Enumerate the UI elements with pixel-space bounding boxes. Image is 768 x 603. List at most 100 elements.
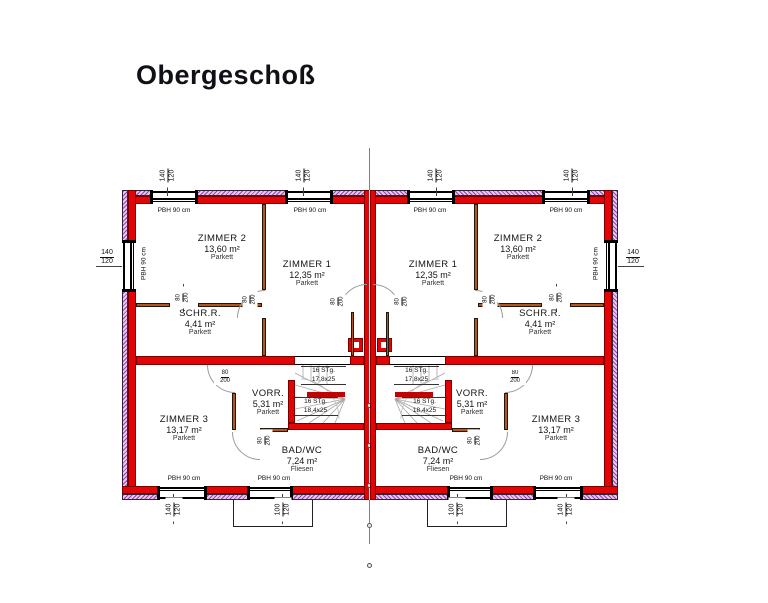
window-line: [542, 201, 590, 202]
room-label-schrankraum: SCHR.R. 4,41 m² Parkett: [179, 308, 221, 337]
window-jamb: [604, 240, 618, 243]
wall-middle-stub: [376, 356, 390, 365]
stair-opening-line: [390, 356, 445, 357]
window-line: [407, 201, 455, 202]
parapet-label: PBH 90 cm: [539, 475, 573, 482]
room-label-vorraum: VORR. 5,31 m² Parkett: [455, 388, 489, 416]
parapet-label: PBH 90 cm: [293, 207, 327, 214]
wall-left: [604, 190, 612, 500]
window-side-zimmer2: [122, 240, 136, 292]
room-label-zimmer3: ZIMMER 3 13,17 m² Parkett: [159, 414, 209, 443]
dim-line: [96, 266, 122, 267]
room-label-zimmer1: ZIMMER 1 12,35 m² Parkett: [282, 259, 332, 288]
window-jamb: [150, 190, 153, 204]
window-line: [447, 490, 493, 491]
dim-line: [618, 266, 644, 267]
wall-left: [128, 190, 136, 500]
window-jamb: [542, 190, 545, 204]
wall-middle: [445, 356, 604, 365]
page-title: Obergeschoß: [136, 60, 316, 90]
window-line: [130, 240, 132, 292]
window-jamb: [122, 289, 136, 292]
insulation-left: [612, 190, 618, 500]
wall-tie-dot: [367, 563, 372, 568]
parapet-label: PBH 90 cm: [257, 475, 291, 482]
dwelling-unit: ZIMMER 2 13,60 m² Parkett ZIMMER 1 12,35…: [370, 163, 645, 527]
room-label-bad: BAD/WC 7,24 m² Fliesen: [417, 445, 459, 473]
stair-wall-bottom: [288, 423, 364, 430]
stair-opening-line: [295, 356, 350, 357]
chimney-flue: [352, 342, 359, 348]
window-line: [285, 201, 333, 202]
window-line: [615, 240, 617, 292]
partition-z2-z1: [474, 318, 478, 356]
stair-rail: [307, 392, 345, 397]
partition-z2-z1: [262, 204, 266, 290]
window-jamb: [195, 190, 198, 204]
window-bottom-zimmer3: [157, 486, 207, 500]
room-label-zimmer1: ZIMMER 1 12,35 m² Parkett: [408, 259, 458, 287]
window-top-zimmer1: [285, 190, 333, 204]
room-label-zimmer2: ZIMMER 2 13,60 m² Parkett: [197, 233, 247, 262]
parapet-label: PBH 90 cm: [140, 247, 148, 280]
stair-label-lower: 16 STg. 18,4x25: [402, 397, 447, 416]
room-label-schrankraum: SCHR.R. 4,41 m² Parkett: [519, 308, 561, 336]
dwelling-unit: ZIMMER 2 13,60 m² Parkett ZIMMER 1 12,35…: [95, 163, 370, 527]
window-line: [407, 198, 455, 200]
window-jamb: [285, 190, 288, 204]
parapet-label: PBH 90 cm: [592, 247, 600, 280]
window-line: [123, 240, 125, 292]
stair-wall: [288, 380, 295, 423]
window-jamb: [330, 190, 333, 204]
stair-label-lower: 16 STg. 18,4x25: [293, 397, 338, 416]
window-line: [247, 497, 293, 499]
window-line: [247, 487, 293, 489]
party-wall-axis: [369, 148, 370, 190]
window-line: [407, 191, 455, 193]
window-jamb: [580, 486, 583, 500]
window-line: [247, 490, 293, 491]
stair-label-upper: 16 STg. 17,8x25: [301, 366, 346, 385]
window-line: [157, 487, 207, 489]
door-arc-bad: [232, 432, 260, 460]
stair-wall-bottom: [376, 423, 452, 430]
window-line: [157, 490, 207, 491]
window-line: [447, 487, 493, 489]
projection-outline: [427, 500, 507, 527]
partition-z3-vorr: [232, 393, 236, 430]
parapet-label: PBH 90 cm: [413, 207, 447, 214]
party-wall: [370, 190, 376, 500]
wall-middle-stub: [350, 356, 364, 365]
window-line: [533, 487, 583, 489]
room-label-zimmer3: ZIMMER 3 13,17 m² Parkett: [531, 414, 581, 442]
window-jamb: [290, 486, 293, 500]
stair-opening-line: [295, 364, 350, 365]
parapet-label: PBH 90 cm: [549, 207, 583, 214]
room-label-bad: BAD/WC 7,24 m² Fliesen: [281, 445, 323, 474]
window-jamb: [247, 486, 250, 500]
parapet-label: PBH 90 cm: [157, 207, 191, 214]
window-line: [608, 240, 610, 292]
room-label-zimmer2: ZIMMER 2 13,60 m² Parkett: [493, 233, 543, 261]
window-top-zimmer2: [150, 190, 198, 204]
partition-z2-schr: [570, 303, 604, 307]
window-jamb: [587, 190, 590, 204]
